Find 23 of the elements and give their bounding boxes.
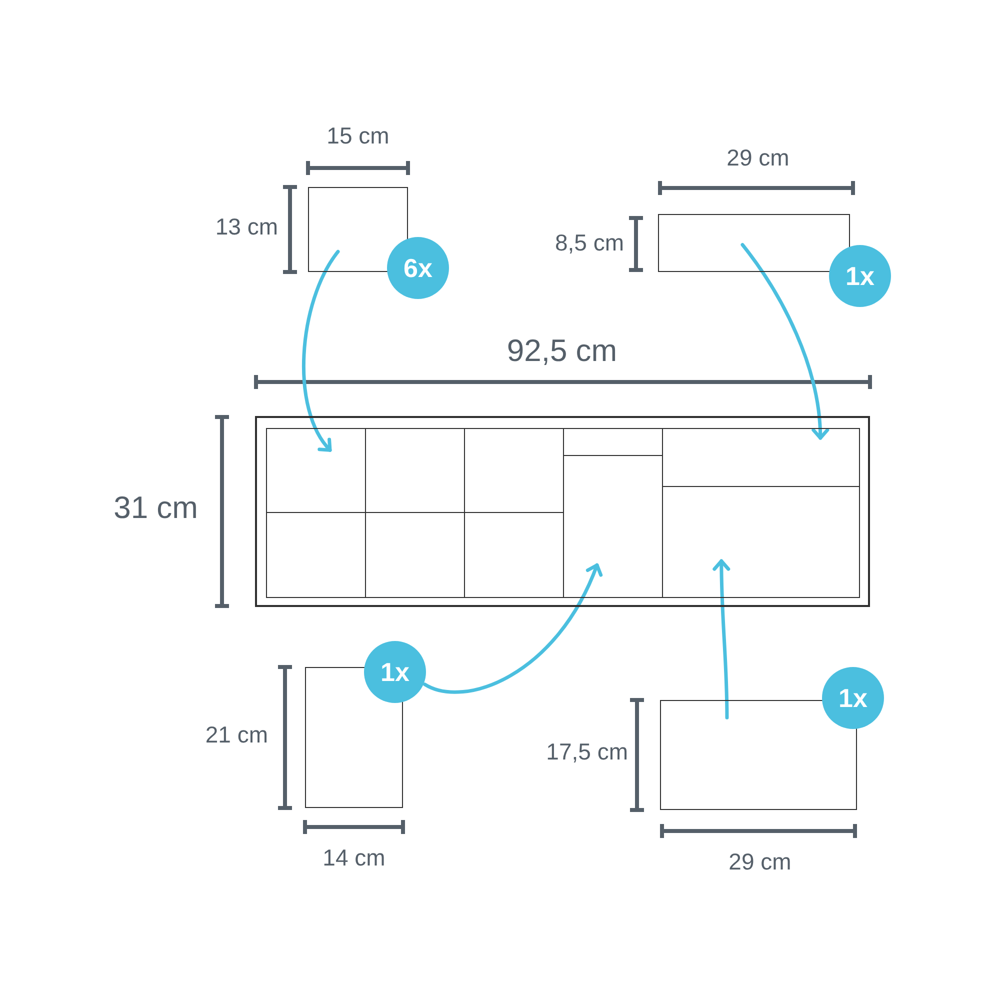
dimension-label: 15 cm — [326, 123, 390, 149]
dimension-label: 14 cm — [322, 845, 386, 871]
curved-arrow — [302, 250, 340, 452]
dimension-label: 13 cm — [215, 214, 278, 240]
curved-arrow — [712, 559, 730, 720]
tray-outline — [255, 416, 870, 607]
dimension-label: 92,5 cm — [506, 334, 618, 368]
quantity-badge: 1x — [829, 245, 891, 307]
curved-arrow — [740, 243, 829, 440]
dimension-label: 17,5 cm — [546, 739, 628, 765]
compartment — [662, 486, 860, 598]
dimension-label: 21 cm — [205, 722, 268, 748]
dimension-label: 8,5 cm — [554, 230, 624, 256]
quantity-badge: 1x — [822, 667, 884, 729]
compartment — [662, 428, 860, 487]
dimension-label: 29 cm — [728, 849, 792, 875]
quantity-badge: 6x — [387, 237, 449, 299]
compartment — [266, 512, 366, 598]
dimension-label: 31 cm — [114, 490, 198, 526]
compartment — [266, 428, 366, 513]
curved-arrow — [423, 563, 602, 694]
dimension-label: 29 cm — [726, 145, 790, 171]
quantity-badge: 1x — [364, 641, 426, 703]
